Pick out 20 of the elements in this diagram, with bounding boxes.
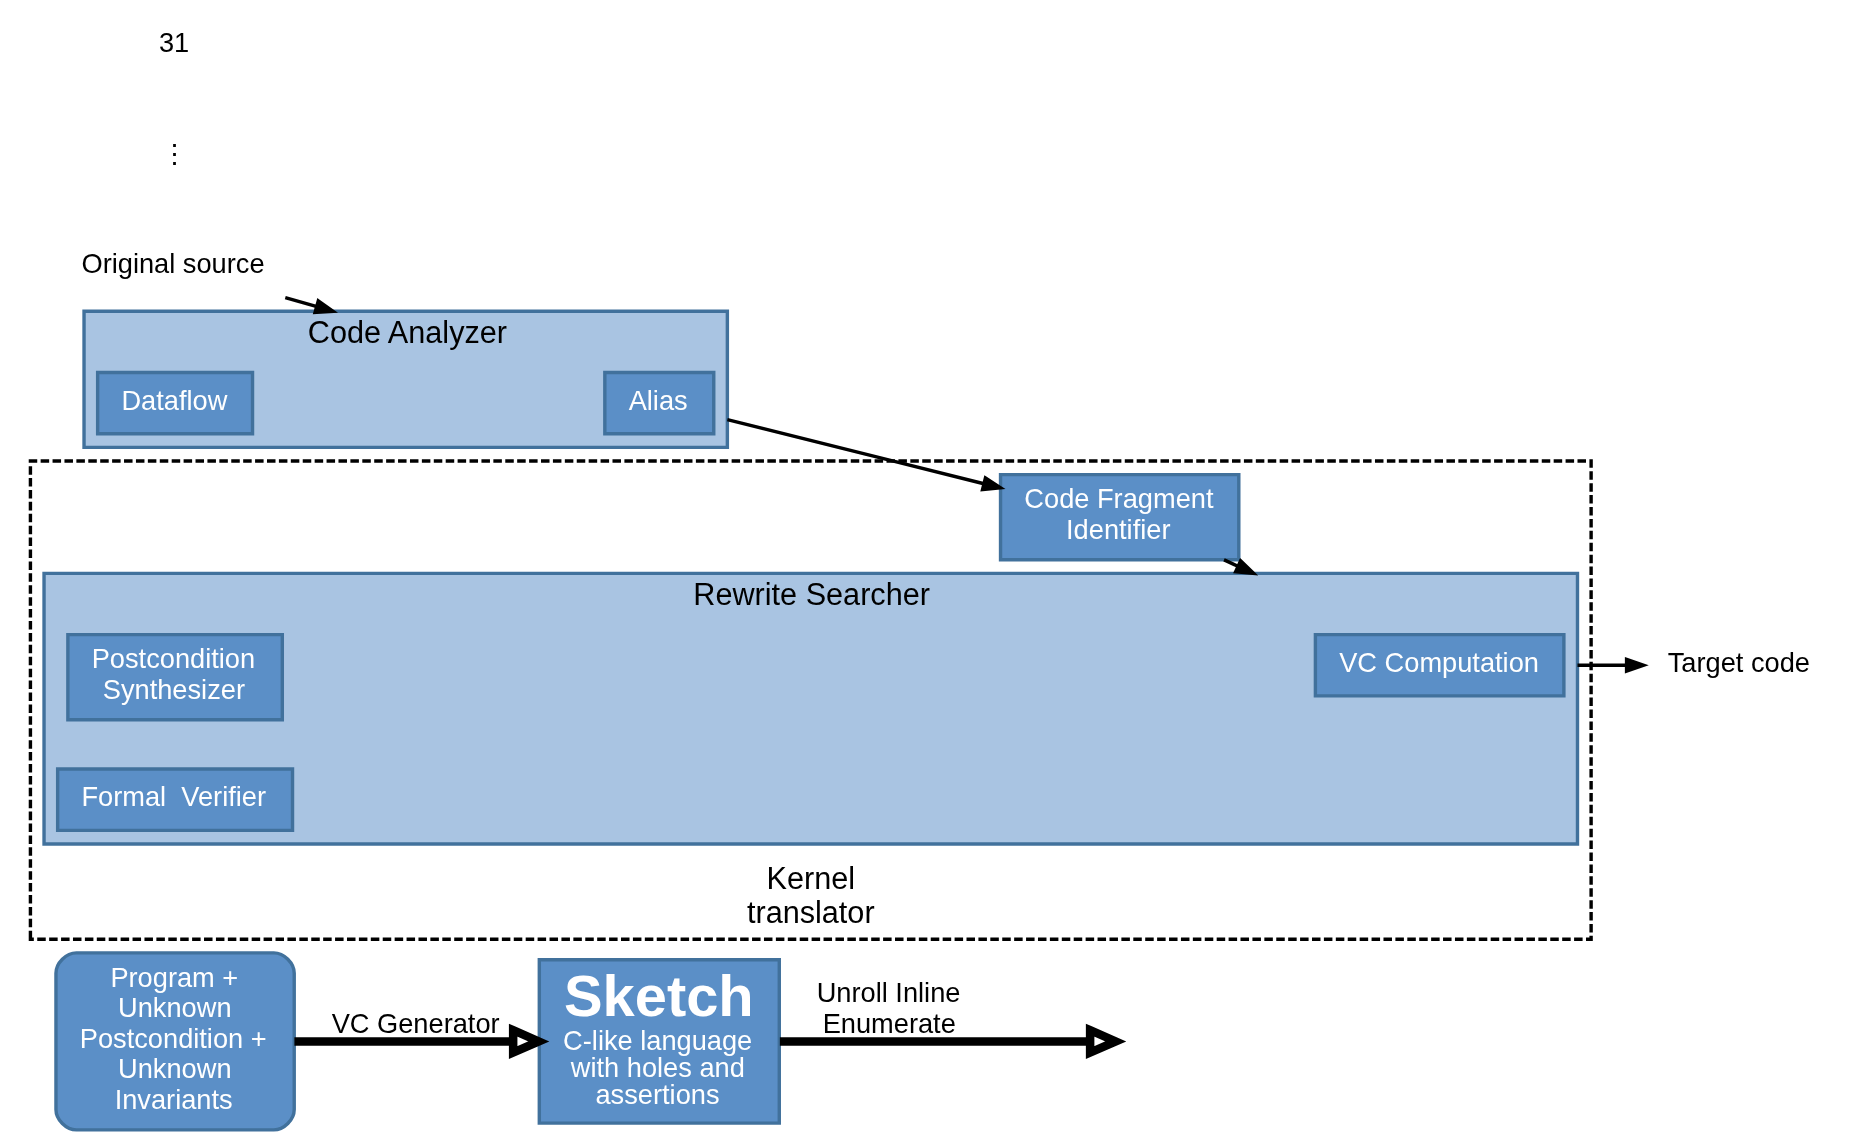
arrow bbox=[284, 296, 338, 315]
node-box: Formal Verifier bbox=[55, 767, 294, 833]
node-text: Original source bbox=[80, 248, 265, 280]
node-box: Dataflow bbox=[95, 370, 254, 436]
label: 31 bbox=[158, 27, 189, 59]
arrow bbox=[726, 418, 1005, 492]
node-text: Target code bbox=[1667, 646, 1810, 678]
arrow bbox=[293, 1023, 549, 1060]
node-box: Postcondition Synthesizer bbox=[65, 632, 284, 722]
node-box: Program + Unknown Postcondition + Unknown Invariants bbox=[53, 951, 296, 1132]
arrow bbox=[1222, 557, 1258, 576]
node-box: VC Computation bbox=[1313, 632, 1566, 698]
edge-label: Unroll Inline Enumerate bbox=[816, 976, 960, 1039]
label: ⋮ bbox=[160, 137, 188, 169]
node-box: Code Fragment Identifier bbox=[998, 472, 1240, 562]
edge-label: VC Generator bbox=[331, 1007, 500, 1039]
node-box: Sketch C-like language with holes and assertions bbox=[537, 958, 781, 1125]
node-box: Alias bbox=[602, 370, 715, 436]
arrow bbox=[1577, 656, 1649, 674]
arrow bbox=[779, 1023, 1126, 1060]
